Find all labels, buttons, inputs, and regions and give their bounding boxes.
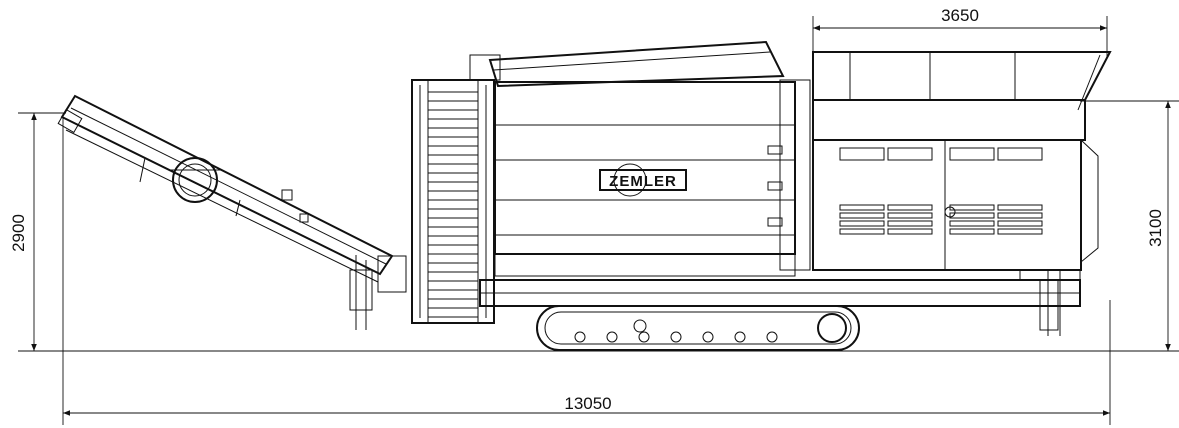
dimension-left-height: 2900 [9, 112, 66, 351]
drum-housing [488, 40, 811, 277]
dimension-label-left-height: 2900 [9, 214, 28, 252]
dimension-label-right-height: 3100 [1146, 209, 1165, 247]
logo-text: ZEMLER [609, 173, 677, 190]
power-unit [812, 99, 1099, 271]
screen-drum-ring [411, 54, 501, 324]
discharge-conveyor [57, 94, 407, 330]
crawler-track [536, 305, 860, 351]
dimension-overall-length: 13050 [62, 118, 1111, 425]
dimension-label-top-width: 3650 [941, 6, 979, 25]
dimension-right-height: 3100 [1080, 100, 1179, 351]
feed-hopper [812, 51, 1112, 111]
dimension-label-overall-length: 13050 [564, 394, 611, 413]
dimension-top-width: 3650 [812, 6, 1108, 58]
conveyor-drum [172, 157, 218, 203]
chassis-frame [479, 269, 1081, 336]
manufacturer-logo: ZEMLER [599, 163, 687, 197]
